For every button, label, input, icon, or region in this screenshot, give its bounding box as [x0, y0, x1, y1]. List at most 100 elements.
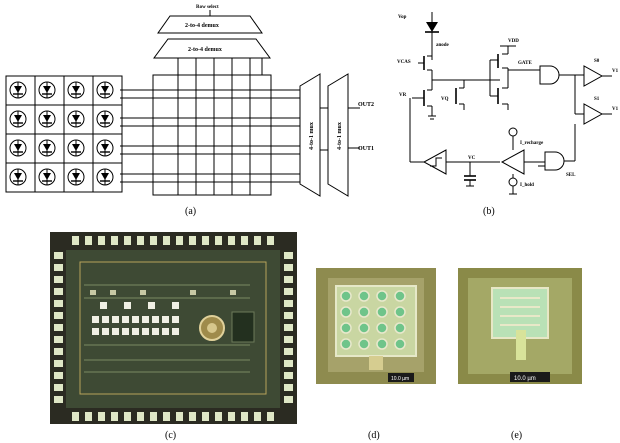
- bond-pad: [54, 396, 63, 403]
- bond-pad: [267, 412, 274, 421]
- vcas-label: VCAS: [397, 60, 411, 65]
- panel-c-chip-photo: (c): [50, 232, 297, 441]
- micro-spad: [358, 338, 370, 350]
- gate-label: GATE: [518, 61, 532, 66]
- out2-label: OUT2: [358, 102, 374, 108]
- pixel-block: [102, 316, 109, 323]
- bond-pad: [284, 288, 293, 295]
- bond-pad: [284, 348, 293, 355]
- pixel-block: [122, 328, 129, 335]
- bond-pad: [284, 252, 293, 259]
- pixel-cell: [5, 104, 36, 135]
- spad-diode-icon: [426, 22, 438, 32]
- micro-spad: [376, 322, 388, 334]
- routing-box: [152, 74, 272, 196]
- micro-spad: [358, 322, 370, 334]
- s0-label: S0: [594, 59, 600, 64]
- bond-pad: [228, 236, 235, 245]
- pixel-block: [100, 302, 107, 309]
- bond-pad: [54, 300, 63, 307]
- pixel-block: [92, 328, 99, 335]
- pixel-block: [112, 328, 119, 335]
- bond-pad: [163, 236, 170, 245]
- bond-pad: [241, 236, 248, 245]
- anode-label: anode: [436, 43, 450, 48]
- detector-array-d: [340, 290, 406, 350]
- bond-pad-ring: [54, 236, 293, 421]
- bond-pad: [176, 412, 183, 421]
- bond-pad: [54, 264, 63, 271]
- pixel-array: [5, 75, 123, 193]
- out1-label: OUT1: [358, 146, 374, 152]
- pixel-cell: [92, 162, 123, 193]
- micro-spad: [358, 306, 370, 318]
- bond-pad: [202, 412, 209, 421]
- bond-pad: [189, 236, 196, 245]
- bond-pad: [54, 324, 63, 331]
- bond-pad: [54, 288, 63, 295]
- scale-label-d: 10.0 µm: [391, 376, 409, 382]
- bond-pad: [284, 360, 293, 367]
- micro-spad: [394, 338, 406, 350]
- pixel-cell: [63, 133, 94, 164]
- micro-e-fingers: [500, 297, 540, 326]
- s1-label: S1: [594, 97, 600, 102]
- bond-pad: [284, 372, 293, 379]
- bond-pad: [54, 276, 63, 283]
- vop-label: Vop: [398, 15, 407, 20]
- bond-pad: [98, 236, 105, 245]
- pixel-cell: [63, 75, 94, 106]
- mux-right-label: 4-to-1 mux: [337, 122, 343, 150]
- panel-e-pixel-micrograph: 10.0 µm (e): [458, 268, 582, 441]
- pixel-block: [172, 302, 179, 309]
- bond-pad: [241, 412, 248, 421]
- pixel-cell: [5, 75, 36, 106]
- micro-spad: [340, 338, 352, 350]
- sel-label: SEL: [566, 173, 576, 178]
- pixel-block: [162, 316, 169, 323]
- scale-bar-e: [510, 372, 550, 382]
- bond-pad: [215, 412, 222, 421]
- pixel-block: [132, 328, 139, 335]
- mux-right-block: [327, 73, 349, 197]
- caption-a: (a): [185, 206, 196, 217]
- bond-pad: [150, 412, 157, 421]
- bond-pad: [54, 348, 63, 355]
- pixel-cell: [63, 104, 94, 135]
- bond-pad: [284, 396, 293, 403]
- mux-left-block: [299, 73, 321, 197]
- bond-pad: [254, 412, 261, 421]
- pixel-cell: [63, 162, 94, 193]
- caption-e: (e): [511, 430, 522, 441]
- and-gate-bottom: [544, 151, 565, 171]
- bond-pad: [98, 412, 105, 421]
- panel-d-pixel-micrograph: 10.0 µm (d): [316, 268, 436, 441]
- caption-c: (c): [165, 430, 176, 441]
- pixel-cell: [92, 133, 123, 164]
- pixel-block: [142, 316, 149, 323]
- pixel-cell: [34, 162, 65, 193]
- bond-pad: [215, 236, 222, 245]
- v1b-label: V1: [612, 107, 619, 112]
- bond-pad: [85, 412, 92, 421]
- bond-pad: [54, 372, 63, 379]
- demux-top-block: [157, 15, 263, 34]
- micro-spad: [394, 290, 406, 302]
- bond-pad: [267, 236, 274, 245]
- bond-pad: [284, 276, 293, 283]
- scale-bar-d: [388, 373, 414, 382]
- micro-spad: [376, 306, 388, 318]
- caption-b: (b): [483, 206, 495, 217]
- bond-pad: [124, 412, 131, 421]
- pixel-cell: [5, 133, 36, 164]
- vr-label: VR: [399, 93, 407, 98]
- micro-spad: [394, 306, 406, 318]
- vdd-label: VDD: [508, 39, 519, 44]
- bond-pad: [54, 312, 63, 319]
- die-routing: [84, 284, 250, 373]
- bond-pad: [284, 336, 293, 343]
- bond-pad: [111, 236, 118, 245]
- demux-bottom-label: 2-to-4 demux: [188, 47, 222, 53]
- caption-d: (d): [368, 430, 380, 441]
